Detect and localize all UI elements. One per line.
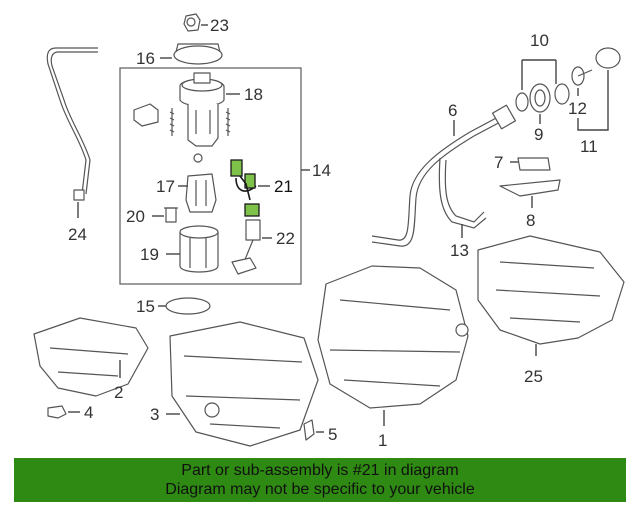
callout-18: 18 [244, 85, 263, 104]
part-13-breather-tube [438, 157, 487, 229]
banner-line-1: Part or sub-assembly is #21 in diagram [181, 462, 459, 479]
part-2-left-shield [33, 317, 149, 397]
part-5-pad [303, 419, 315, 441]
part-3-ribs [183, 355, 303, 429]
info-banner: Part or sub-assembly is #21 in diagram D… [14, 458, 626, 502]
callout-21: 21 [274, 177, 293, 196]
callout-7: 7 [494, 153, 503, 172]
part-18-pump-top [169, 72, 231, 147]
part-16-lock-ring [173, 43, 223, 65]
callout-24: 24 [68, 225, 87, 244]
part-1-ribs [329, 299, 461, 387]
callout-16: 16 [136, 49, 155, 68]
part-9-ring [529, 83, 551, 113]
part-15-gasket [165, 297, 211, 315]
callout-11: 11 [580, 137, 598, 156]
part-17-pump-housing [185, 153, 217, 213]
callout-12: 12 [568, 99, 587, 118]
part-22-level-sender [231, 219, 261, 275]
part-7-clamp [517, 157, 551, 171]
callout-22: 22 [276, 229, 295, 248]
callout-23: 23 [210, 16, 229, 35]
callout-1: 1 [378, 431, 387, 450]
banner-line-2: Diagram may not be specific to your vehi… [165, 481, 475, 498]
callout-2: 2 [114, 383, 123, 402]
pump-module-box [119, 67, 302, 285]
part-10-seal-b [554, 83, 570, 105]
leader-11 [577, 70, 609, 131]
part-8-bracket [499, 179, 561, 197]
callout-10: 10 [530, 31, 549, 50]
callout-8: 8 [526, 211, 535, 230]
part-20-fitting [164, 207, 178, 223]
callout-20: 20 [126, 207, 145, 226]
part-3-lower-protector [169, 321, 319, 447]
callout-3: 3 [150, 405, 159, 424]
part-2-ribs [49, 347, 129, 377]
callout-25: 25 [524, 367, 543, 386]
part-19-filter-canister [179, 225, 219, 273]
callout-5: 5 [328, 425, 337, 444]
callout-9: 9 [534, 125, 543, 144]
callout-17: 17 [156, 177, 175, 196]
part-4-clip [47, 405, 67, 419]
callout-13: 13 [450, 241, 469, 260]
part-10-seal-a [515, 92, 529, 112]
parts-diagram: 23 16 18 14 17 21 20 22 19 15 24 10 12 9… [33, 13, 625, 450]
callout-4: 4 [84, 403, 93, 422]
part-23-connector [183, 13, 201, 32]
part-1-fuel-tank [317, 265, 469, 409]
part-6-filler-pipe [371, 104, 517, 247]
part-24-vent-tube [46, 47, 98, 201]
part-21-wire-harness [230, 159, 260, 217]
part-bracket-small [133, 103, 159, 127]
leader-10 [521, 59, 557, 90]
callout-19: 19 [140, 245, 159, 264]
part-11-cap [577, 47, 621, 77]
part-25-ribs [495, 261, 601, 323]
callout-6: 6 [448, 101, 457, 120]
callout-15: 15 [136, 297, 155, 316]
callout-14: 14 [312, 161, 331, 180]
